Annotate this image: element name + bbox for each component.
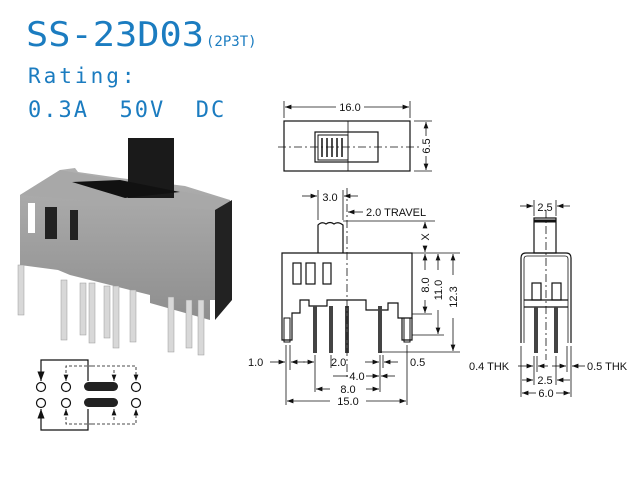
top-view-drawing bbox=[278, 101, 432, 172]
left-thickness-label: 0.4 THK bbox=[469, 361, 510, 373]
side-actuator-width-label: 2.5 bbox=[537, 202, 552, 214]
circuit-schematic bbox=[35, 359, 142, 431]
right-thickness-label: 0.5 THK bbox=[587, 361, 628, 373]
dim-8-label: 8.0 bbox=[420, 277, 432, 292]
dim-15-label: 15.0 bbox=[337, 396, 358, 408]
dim-8-bottom-label: 8.0 bbox=[340, 384, 355, 396]
poles-label: (2P3T) bbox=[206, 34, 257, 50]
front-view-drawing bbox=[270, 188, 460, 405]
side-total-width-label: 6.0 bbox=[538, 388, 553, 400]
product-photo bbox=[17, 138, 232, 356]
leg-width-label: 1.0 bbox=[248, 357, 263, 369]
actuator-width-label: 3.0 bbox=[322, 192, 337, 204]
pin-width-label: 0.5 bbox=[410, 357, 425, 369]
pin-pitch-label: 2.0 bbox=[331, 357, 346, 369]
top-width-label: 16.0 bbox=[339, 102, 360, 114]
side-view-drawing bbox=[518, 200, 585, 397]
travel-label: 2.0 TRAVEL bbox=[366, 207, 426, 219]
top-height-label: 6.5 bbox=[421, 138, 433, 153]
dim-11-label: 11.0 bbox=[433, 280, 445, 301]
model-title: SS-23D03 bbox=[26, 15, 204, 55]
x-dim-label: X bbox=[420, 233, 432, 241]
rating-label: Rating: bbox=[28, 64, 138, 88]
rating-value: 0.3A 50V DC bbox=[28, 98, 226, 123]
side-pin-spacing-label: 2.5 bbox=[537, 375, 552, 387]
dim-4-label: 4.0 bbox=[349, 371, 364, 383]
dim-12-3-label: 12.3 bbox=[448, 286, 460, 307]
